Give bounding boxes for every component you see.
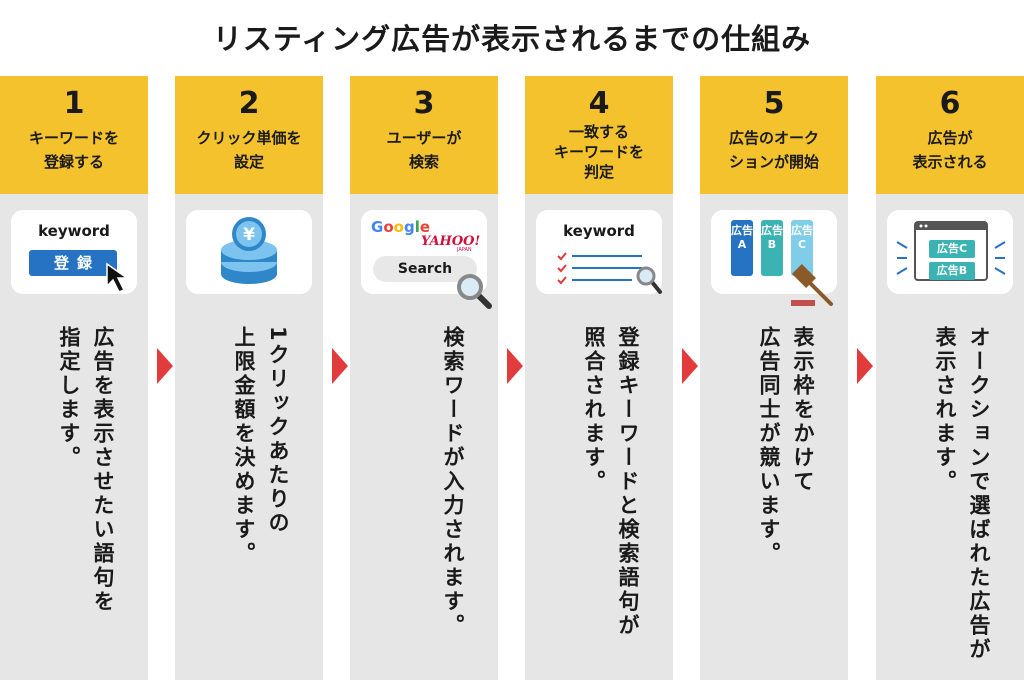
coin-card: ¥ (186, 210, 312, 294)
step-header: 3 ユーザーが 検索 (350, 76, 498, 194)
step-number: 6 (939, 86, 961, 121)
gavel-icon (791, 263, 833, 306)
step-description: 登録キーワードと検索語句が 照合されます。 (582, 326, 640, 638)
step-label: クリック単価を 設定 (196, 129, 302, 171)
step-header: 5 広告のオーク ションが開始 (700, 76, 848, 194)
page-title: リスティング広告が表示されるまでの仕組み (212, 22, 812, 56)
step-column-1: 1 キーワードを 登録する keyword 登録 広告を表示させたい語句を 指定… (0, 76, 148, 680)
sparkle-left-icon (896, 241, 908, 275)
keyword-register-card: keyword 登録 (11, 210, 137, 294)
step-number: 5 (763, 86, 785, 121)
magnifier-icon (457, 274, 492, 309)
step-description: 検索ワードが入力されます。 (441, 326, 465, 638)
step-number: 2 (238, 86, 260, 121)
arrow-icon (507, 348, 523, 384)
step-header: 4 一致する キーワードを 判定 (525, 76, 673, 194)
step-header: 6 広告が 表示される (876, 76, 1024, 194)
coin-stack-icon: ¥ (221, 217, 277, 284)
checklist-icon (557, 252, 662, 294)
step-label: 広告が 表示される (912, 129, 988, 171)
yahoo-logo: YAHOO! (421, 234, 481, 249)
step-number: 4 (588, 86, 610, 121)
step-label: 一致する キーワードを 判定 (553, 123, 644, 181)
step-description: 広告を表示させたい語句を 指定します。 (57, 326, 115, 614)
step-label: 広告のオーク ションが開始 (728, 129, 819, 171)
step-column-6: 6 広告が 表示される 広告C 広告B オークションで選ばれた広告が 表示されま… (876, 76, 1024, 680)
step-column-4: 4 一致する キーワードを 判定 keyword 登録キーワードと検索語句が 照… (525, 76, 673, 680)
search-engine-card: Google YAHOO! JAPAN Search (361, 210, 492, 309)
arrow-icon (157, 348, 173, 384)
step-column-3: 3 ユーザーが 検索 Google YAHOO! JAPAN Search 検索… (350, 76, 498, 680)
keyword-match-card: keyword (536, 210, 662, 294)
ad-c-tag: 広告C (929, 240, 975, 258)
sparkle-right-icon (994, 241, 1006, 275)
arrow-icon (332, 348, 348, 384)
step-header: 1 キーワードを 登録する (0, 76, 148, 194)
step-description: 表示枠をかけて 広告同士が競います。 (757, 326, 815, 566)
step-description: 1クリックあたりの 上限金額を決めます。 (232, 326, 290, 566)
yen-symbol: ¥ (243, 225, 255, 245)
step-number: 3 (413, 86, 435, 121)
google-logo: Google (371, 218, 431, 236)
ad-a-box: 広告 A (731, 220, 753, 276)
step-label: ユーザーが 検索 (386, 129, 462, 171)
search-box: Search (373, 256, 477, 282)
step-column-2: 2 クリック単価を 設定 ¥ 1クリックあたりの 上限金額を決めます。 (175, 76, 323, 680)
step-label: キーワードを 登録する (28, 129, 119, 171)
step-column-5: 5 広告のオーク ションが開始 広告 A 広告 B 広告 C 表示枠をかけて 広… (700, 76, 848, 680)
ad-b-tag: 広告B (929, 262, 975, 280)
yahoo-japan-text: JAPAN (457, 247, 472, 253)
ad-display-card: 広告C 広告B (887, 210, 1013, 294)
arrow-icon (857, 348, 873, 384)
keyword-text: keyword (38, 222, 110, 240)
ad-c-box: 広告 C (791, 220, 813, 276)
ad-b-box: 広告 B (761, 220, 783, 276)
keyword-text: keyword (563, 222, 635, 240)
step-number: 1 (63, 86, 85, 121)
step-description: オークションで選ばれた広告が 表示されます。 (933, 326, 991, 662)
register-button: 登録 (29, 250, 117, 276)
step-header: 2 クリック単価を 設定 (175, 76, 323, 194)
cursor-icon (106, 262, 130, 293)
auction-card: 広告 A 広告 B 広告 C (711, 210, 837, 306)
arrow-icon (682, 348, 698, 384)
